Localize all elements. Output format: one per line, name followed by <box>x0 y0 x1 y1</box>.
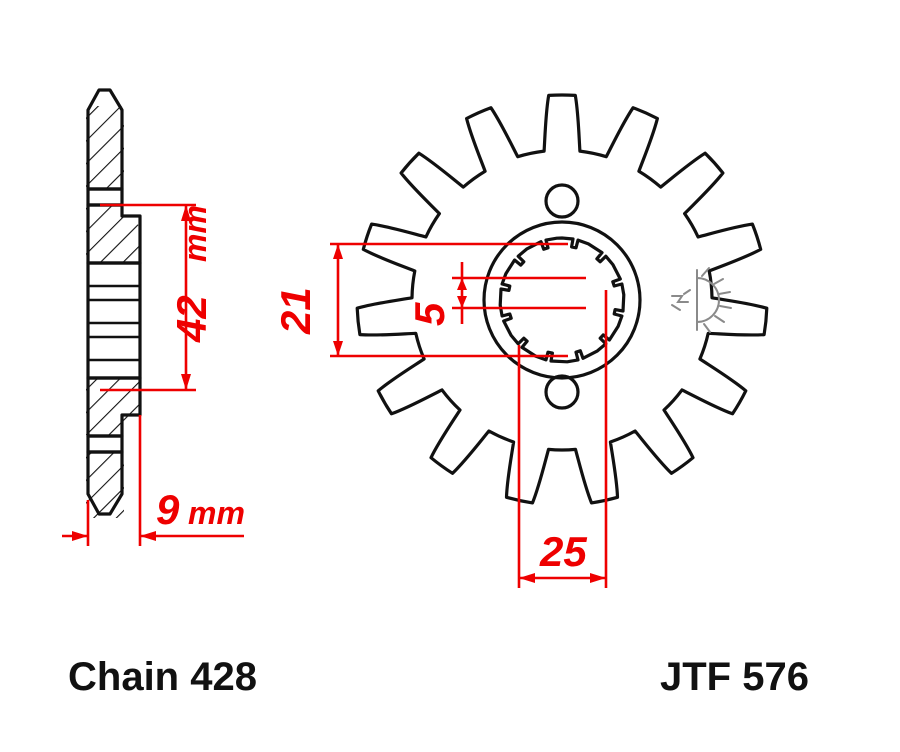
dimension-25-value: 25 <box>539 528 587 575</box>
dimension-9mm-unit: mm <box>188 495 245 531</box>
side-view-bottom-tooth <box>86 450 124 518</box>
side-view-rim-gap-bottom <box>86 434 124 454</box>
chain-caption: Chain 428 <box>68 655 257 699</box>
dimension-42mm: 42 mm <box>100 203 215 392</box>
side-view-upper-flange <box>86 203 142 265</box>
dimension-21-value: 21 <box>272 287 319 335</box>
side-view-top-tooth <box>86 88 124 191</box>
dimension-5: 5 <box>406 262 586 326</box>
front-face-view: 21 5 25 <box>272 93 769 588</box>
sprocket-gear-outline <box>355 93 769 505</box>
part-number-caption: JTF 576 <box>660 655 809 699</box>
dimension-25: 25 <box>517 290 608 588</box>
dimension-9mm-value: 9 <box>156 486 180 533</box>
side-view-rim-gap-top <box>86 187 124 207</box>
dimension-9mm: 9 mm <box>62 415 245 546</box>
dimension-42mm-unit: mm <box>177 205 213 262</box>
dimension-21: 21 <box>272 242 568 358</box>
hub-spline-bore <box>498 236 626 364</box>
dimension-42mm-value: 42 <box>168 295 215 343</box>
surface-treatment-symbol <box>671 267 732 333</box>
dimension-5-value: 5 <box>406 302 453 326</box>
side-section-view: 42 mm 9 mm <box>62 88 245 546</box>
bolt-hole-top <box>544 183 580 219</box>
side-view-lower-flange <box>86 376 142 438</box>
hub-outer-circle <box>482 220 642 380</box>
bolt-hole-bottom <box>544 374 580 410</box>
side-view-hub-chambers <box>86 261 142 380</box>
